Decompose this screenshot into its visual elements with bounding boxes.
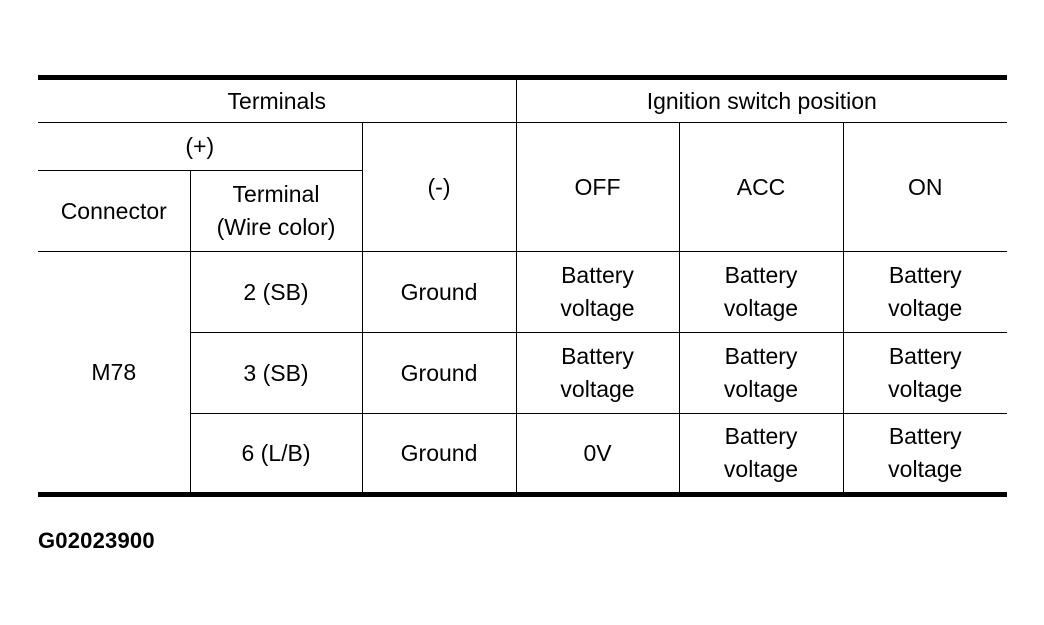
header-on: ON [842, 122, 1008, 252]
header-plus: (+) [38, 122, 363, 171]
minus-cell: Ground [361, 251, 517, 333]
table-row: 3 (SB) Ground Battery voltage Battery vo… [38, 332, 1008, 414]
header-terminal-wire-color: Terminal (Wire color) [189, 170, 363, 252]
acc-cell: Battery voltage [678, 251, 844, 333]
off-value: 0V [583, 439, 612, 466]
acc-value: Battery voltage [723, 343, 799, 402]
table-row: 6 (L/B) Ground 0V Battery voltage Batter… [38, 413, 1008, 497]
connector-cell: M78 [38, 251, 191, 497]
terminal-cell: 3 (SB) [189, 332, 363, 414]
off-cell: 0V [515, 413, 680, 497]
header-off: OFF [515, 122, 680, 252]
terminal-voltage-table: Terminals Ignition switch position (+) (… [38, 75, 1008, 497]
table-row: M78 2 (SB) Ground Battery voltage Batter… [38, 251, 1008, 497]
header-terminal-wire-color-text: Terminal (Wire color) [216, 181, 336, 240]
header-acc: ACC [678, 122, 844, 252]
header-connector: Connector [38, 170, 191, 252]
on-value: Battery voltage [888, 343, 963, 402]
header-ignition-switch-position: Ignition switch position [515, 75, 1008, 123]
on-value: Battery voltage [888, 262, 963, 321]
acc-value: Battery voltage [723, 262, 799, 321]
figure-id: G02023900 [38, 528, 155, 553]
off-cell: Battery voltage [515, 332, 680, 414]
minus-cell: Ground [361, 332, 517, 414]
header-row-3: Connector Terminal (Wire color) [38, 170, 1007, 252]
header-terminals: Terminals [38, 75, 517, 123]
on-cell: Battery voltage [842, 413, 1008, 497]
acc-cell: Battery voltage [678, 332, 844, 414]
acc-cell: Battery voltage [678, 413, 844, 497]
header-row-2: (+) (-) OFF ACC ON [38, 122, 1008, 252]
off-value: Battery voltage [560, 262, 635, 321]
header-minus: (-) [361, 122, 517, 252]
off-value: Battery voltage [560, 343, 635, 402]
on-cell: Battery voltage [842, 332, 1008, 414]
minus-cell: Ground [361, 413, 517, 497]
terminal-cell: 2 (SB) [189, 251, 363, 333]
on-cell: Battery voltage [842, 251, 1008, 333]
header-row-1: Terminals Ignition switch position [38, 75, 1008, 123]
on-value: Battery voltage [888, 423, 963, 482]
terminal-cell: 6 (L/B) [189, 413, 363, 497]
acc-value: Battery voltage [723, 423, 799, 482]
off-cell: Battery voltage [515, 251, 680, 333]
